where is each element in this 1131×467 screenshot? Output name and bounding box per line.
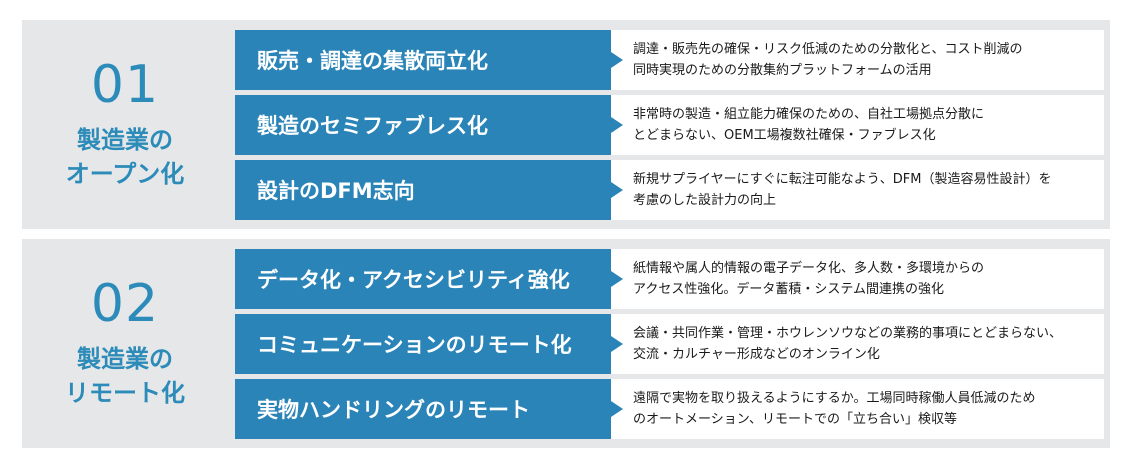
section-number: 01 xyxy=(90,54,160,115)
item-title-bar: 製造のセミファブレス化 xyxy=(235,95,611,155)
desc-line: 会議・共同作業・管理・ホウレンソウなどの業務的事項にとどまらない、 xyxy=(633,326,1063,341)
section-label: 01 製造業のオープン化 xyxy=(22,20,228,229)
arrow-right-icon xyxy=(611,401,623,417)
item-title: 販売・調達の集散両立化 xyxy=(257,49,488,73)
item-title-bar: コミュニケーションのリモート化 xyxy=(235,314,611,374)
desc-line: 調達・販売先の確保・リスク低減のための分散化と、コスト削減の xyxy=(633,42,1023,57)
item-row: 販売・調達の集散両立化 調達・販売先の確保・リスク低減のための分散化と、コスト削… xyxy=(235,30,1104,90)
category-line: オープン化 xyxy=(65,159,185,188)
desc-line: 同時実現のための分散集約プラットフォームの活用 xyxy=(633,63,932,78)
section-label: 02 製造業のリモート化 xyxy=(22,239,228,448)
arrow-right-icon xyxy=(611,182,623,198)
arrow-right-icon xyxy=(611,336,623,352)
section-number: 02 xyxy=(90,273,160,334)
item-description-box: 非常時の製造・組立能力確保のための、自社工場拠点分散にとどまらない、OEM工場複… xyxy=(611,95,1104,155)
arrow-right-icon xyxy=(611,271,623,287)
item-title-bar: データ化・アクセシビリティ強化 xyxy=(235,249,611,309)
item-description: 遠隔で実物を取り扱えるようにするか。工場同時稼働人員低減のためのオートメーション… xyxy=(633,379,1093,439)
section-category: 製造業のオープン化 xyxy=(66,123,185,191)
item-description: 調達・販売先の確保・リスク低減のための分散化と、コスト削減の同時実現のための分散… xyxy=(633,30,1093,90)
item-title-bar: 実物ハンドリングのリモート xyxy=(235,379,611,439)
item-description: 非常時の製造・組立能力確保のための、自社工場拠点分散にとどまらない、OEM工場複… xyxy=(633,95,1093,155)
item-description-box: 調達・販売先の確保・リスク低減のための分散化と、コスト削減の同時実現のための分散… xyxy=(611,30,1104,90)
item-row: 製造のセミファブレス化 非常時の製造・組立能力確保のための、自社工場拠点分散にと… xyxy=(235,95,1104,155)
item-title: 設計のDFM志向 xyxy=(257,179,415,203)
item-title: 実物ハンドリングのリモート xyxy=(257,398,530,422)
desc-line: とどまらない、OEM工場複数社確保・ファブレス化 xyxy=(633,128,936,143)
item-description-box: 会議・共同作業・管理・ホウレンソウなどの業務的事項にとどまらない、交流・カルチャ… xyxy=(611,314,1104,374)
item-title: コミュニケーションのリモート化 xyxy=(257,333,572,357)
category-line: リモート化 xyxy=(65,378,185,407)
item-title-bar: 設計のDFM志向 xyxy=(235,160,611,220)
desc-line: 交流・カルチャー形成などのオンライン化 xyxy=(633,347,880,362)
section-category: 製造業のリモート化 xyxy=(65,342,185,410)
desc-line: のオートメーション、リモートでの「立ち合い」検収等 xyxy=(633,412,957,427)
item-title: 製造のセミファブレス化 xyxy=(257,114,488,138)
desc-line: 紙情報や属人的情報の電子データ化、多人数・多環境からの xyxy=(633,261,985,276)
arrow-right-icon xyxy=(611,117,623,133)
category-line: 製造業の xyxy=(77,344,173,373)
item-description: 紙情報や属人的情報の電子データ化、多人数・多環境からのアクセス性強化。データ蓄積… xyxy=(633,249,1093,309)
category-line: 製造業の xyxy=(77,125,173,154)
item-description-box: 遠隔で実物を取り扱えるようにするか。工場同時稼働人員低減のためのオートメーション… xyxy=(611,379,1104,439)
desc-line: 考慮のした設計力の向上 xyxy=(633,193,777,208)
section-remote: 02 製造業のリモート化 データ化・アクセシビリティ強化 紙情報や属人的情報の電… xyxy=(22,239,1110,448)
item-description-box: 新規サプライヤーにすぐに転注可能なよう、DFM（製造容易性設計）を考慮のした設計… xyxy=(611,160,1104,220)
item-description-box: 紙情報や属人的情報の電子データ化、多人数・多環境からのアクセス性強化。データ蓄積… xyxy=(611,249,1104,309)
item-description: 新規サプライヤーにすぐに転注可能なよう、DFM（製造容易性設計）を考慮のした設計… xyxy=(633,160,1093,220)
arrow-right-icon xyxy=(611,52,623,68)
desc-line: 非常時の製造・組立能力確保のための、自社工場拠点分散に xyxy=(633,107,985,122)
section-open: 01 製造業のオープン化 販売・調達の集散両立化 調達・販売先の確保・リスク低減… xyxy=(22,20,1110,229)
item-row: データ化・アクセシビリティ強化 紙情報や属人的情報の電子データ化、多人数・多環境… xyxy=(235,249,1104,309)
item-description: 会議・共同作業・管理・ホウレンソウなどの業務的事項にとどまらない、交流・カルチャ… xyxy=(633,314,1093,374)
item-title-bar: 販売・調達の集散両立化 xyxy=(235,30,611,90)
item-row: 設計のDFM志向 新規サプライヤーにすぐに転注可能なよう、DFM（製造容易性設計… xyxy=(235,160,1104,220)
desc-line: アクセス性強化。データ蓄積・システム間連携の強化 xyxy=(633,282,944,297)
desc-line: 新規サプライヤーにすぐに転注可能なよう、DFM（製造容易性設計）を xyxy=(633,172,1052,187)
item-title: データ化・アクセシビリティ強化 xyxy=(257,268,570,292)
item-row: コミュニケーションのリモート化 会議・共同作業・管理・ホウレンソウなどの業務的事… xyxy=(235,314,1104,374)
item-row: 実物ハンドリングのリモート 遠隔で実物を取り扱えるようにするか。工場同時稼働人員… xyxy=(235,379,1104,439)
desc-line: 遠隔で実物を取り扱えるようにするか。工場同時稼働人員低減のため xyxy=(633,391,1036,406)
